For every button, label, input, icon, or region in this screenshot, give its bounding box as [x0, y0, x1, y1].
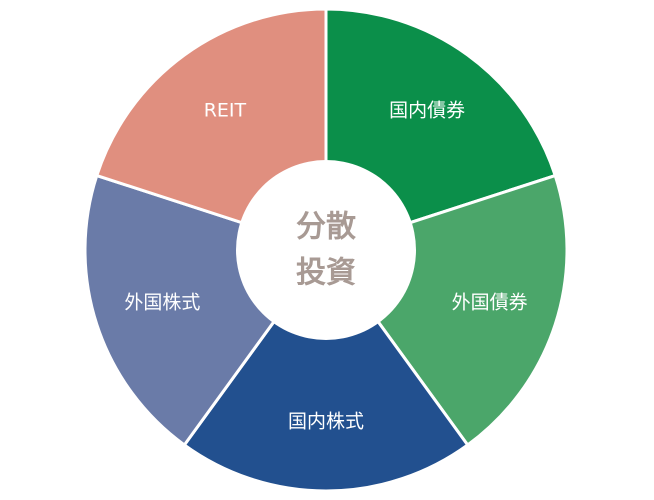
pie-slice-3 [182, 248, 470, 493]
slice-label-1: 国内債券 [389, 99, 465, 121]
center-circle [236, 160, 416, 340]
slice-label-5: REIT [204, 99, 247, 121]
slice-label-3: 国内株式 [288, 411, 364, 433]
center-text-line-1: 分散 [296, 210, 356, 245]
slice-label-4: 外国株式 [124, 292, 200, 314]
slice-label-2: 外国債券 [452, 292, 528, 314]
center-text-line-2: 投資 [296, 256, 356, 291]
